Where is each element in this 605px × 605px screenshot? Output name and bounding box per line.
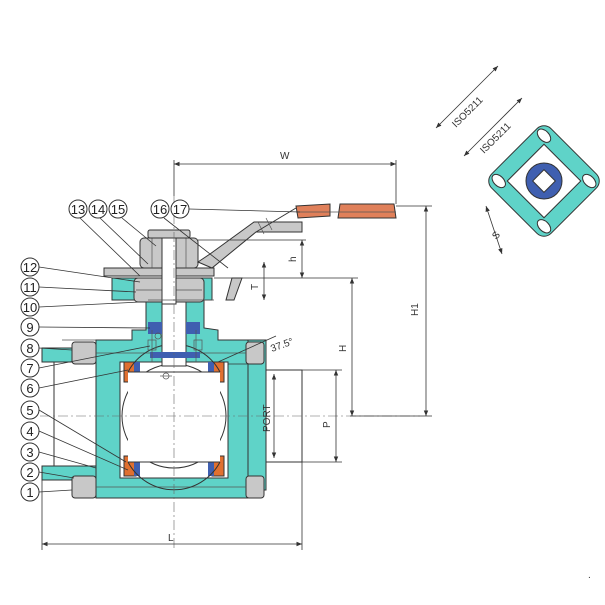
footnote: . [588, 570, 591, 581]
svg-text:12: 12 [23, 260, 37, 275]
dim-port: PORT [262, 404, 273, 432]
svg-text:17: 17 [173, 202, 187, 217]
svg-text:11: 11 [23, 280, 37, 295]
balloon-2: 2 [20, 462, 75, 482]
dim-stem-h: h [288, 256, 299, 262]
dim-t: T [250, 284, 261, 290]
balloon-5: 5 [20, 400, 127, 463]
part-balloons: 12 11 10 9 8 7 6 [20, 199, 301, 502]
svg-text:7: 7 [26, 361, 33, 376]
balloon-13: 13 [68, 199, 141, 277]
balloon-15: 15 [108, 199, 157, 247]
square-label: S [490, 229, 503, 242]
balloon-3: 3 [20, 442, 97, 469]
handle [196, 203, 397, 301]
balloon-10: 10 [20, 297, 141, 317]
dim-p: P [322, 421, 333, 428]
svg-text:4: 4 [26, 424, 33, 439]
balloon-12: 12 [20, 257, 141, 283]
svg-text:14: 14 [91, 202, 105, 217]
dim-w: W [280, 151, 290, 162]
balloon-17: 17 [170, 199, 301, 219]
balloon-9: 9 [20, 317, 151, 337]
dim-l: L [168, 533, 174, 544]
dim-angle: 37.5° [269, 336, 295, 354]
svg-text:1: 1 [26, 485, 33, 500]
dim-h: H [338, 345, 349, 352]
iso-inner-label: ISO5211 [478, 121, 513, 156]
body-bolts [71, 341, 265, 499]
svg-text:13: 13 [71, 202, 85, 217]
balloon-6: 6 [20, 369, 129, 398]
balloon-4: 4 [20, 421, 129, 471]
svg-text:15: 15 [111, 202, 125, 217]
svg-text:9: 9 [26, 320, 33, 335]
upper-assembly [103, 229, 215, 305]
svg-text:5: 5 [26, 403, 33, 418]
svg-text:10: 10 [23, 300, 37, 315]
iso-outer-label: ISO5211 [450, 95, 485, 130]
svg-text:2: 2 [26, 465, 33, 480]
balloon-14: 14 [88, 199, 149, 265]
balloon-7: 7 [20, 345, 151, 378]
balloon-1: 1 [20, 482, 73, 502]
svg-text:16: 16 [153, 202, 167, 217]
svg-text:3: 3 [26, 445, 33, 460]
balloon-11: 11 [20, 277, 137, 297]
iso5211-detail: ISO5211 ISO5211 S [435, 65, 600, 255]
dim-h1: H1 [410, 303, 421, 316]
svg-text:6: 6 [26, 381, 33, 396]
balloon-8: 8 [20, 338, 73, 358]
svg-text:8: 8 [26, 341, 33, 356]
valve-section [40, 196, 420, 548]
balloon-16: 16 [150, 199, 229, 269]
